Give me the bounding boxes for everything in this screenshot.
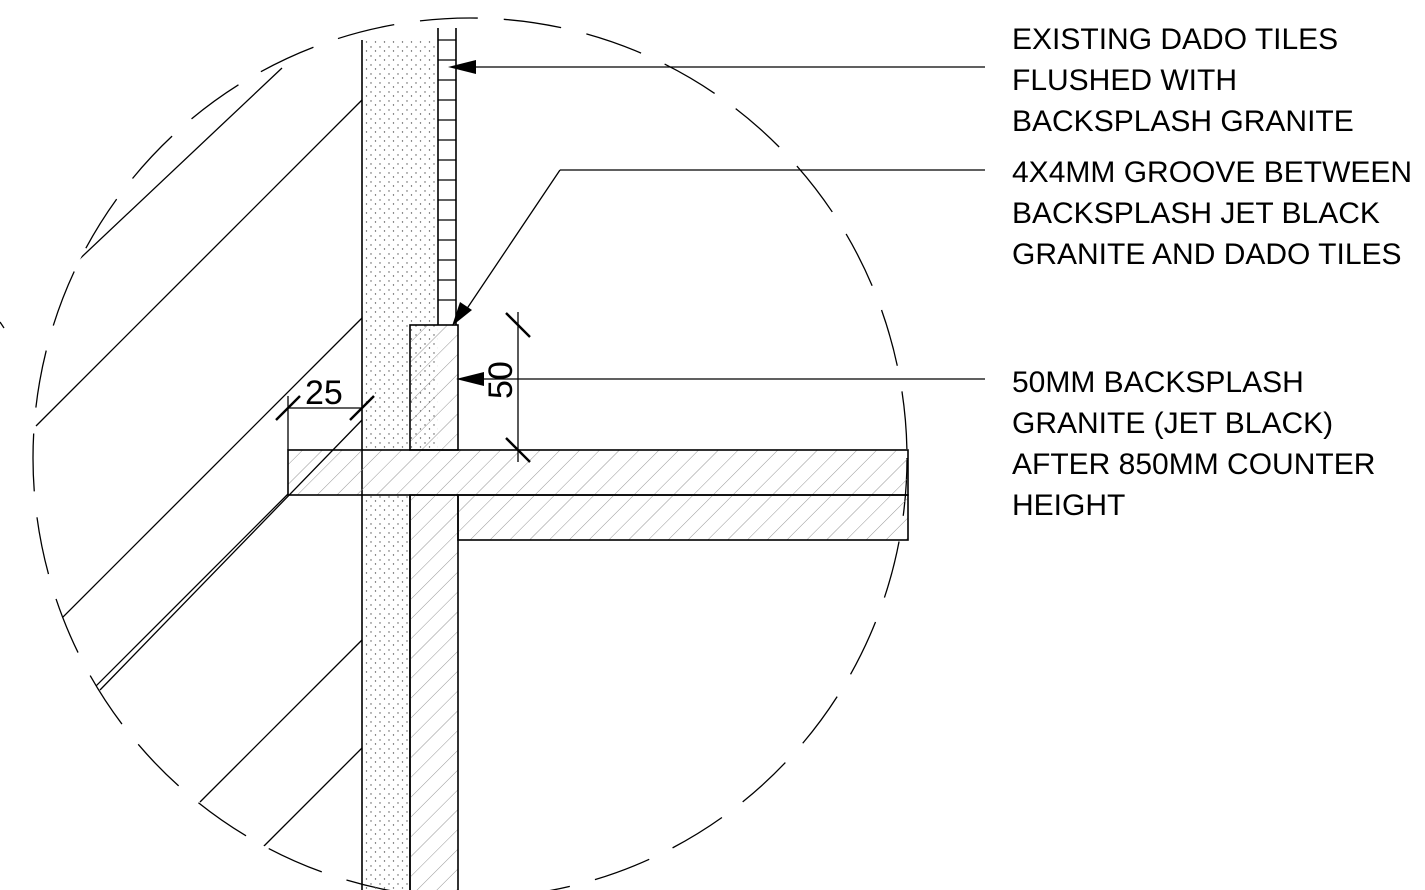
annotation-backsplash-line-3: AFTER 850MM COUNTER: [1012, 448, 1375, 481]
annotation-backsplash: 50MM BACKSPLASH GRANITE (JET BLACK) AFTE…: [1012, 366, 1375, 522]
annotation-dado-line-2: FLUSHED WITH: [1012, 64, 1237, 97]
countertop-slab: [287, 449, 909, 496]
leader-backsplash: [456, 372, 985, 386]
annotation-groove-line-2: BACKSPLASH JET BLACK: [1012, 197, 1380, 230]
annotation-backsplash-line-4: HEIGHT: [1012, 489, 1125, 522]
leader-dado-tiles: [448, 60, 985, 74]
dimension-overhang: [275, 395, 375, 450]
annotation-groove-line-3: GRANITE AND DADO TILES: [1012, 238, 1402, 271]
annotation-groove-line-1: 4X4MM GROOVE BETWEEN: [1012, 156, 1412, 189]
counter-base-support: [409, 494, 909, 890]
backsplash-granite: [409, 324, 459, 451]
leader-groove: [452, 169, 985, 326]
annotation-groove: 4X4MM GROOVE BETWEEN BACKSPLASH JET BLAC…: [1012, 156, 1412, 271]
dimension-backsplash-height: [505, 312, 531, 463]
annotation-backsplash-line-1: 50MM BACKSPLASH: [1012, 366, 1304, 399]
dado-tiles: [437, 28, 457, 325]
plaster-layer: [361, 40, 438, 890]
annotation-dado-line-3: BACKSPLASH GRANITE: [1012, 105, 1354, 138]
annotation-dado-line-1: EXISTING DADO TILES: [1012, 23, 1338, 56]
annotation-dado-tiles: EXISTING DADO TILES FLUSHED WITH BACKSPL…: [1012, 23, 1354, 138]
dimension-backsplash-height-value: 50: [482, 361, 520, 399]
dimension-overhang-value: 25: [305, 374, 343, 412]
annotation-backsplash-line-2: GRANITE (JET BLACK): [1012, 407, 1333, 440]
edge-mark: [0, 321, 5, 329]
